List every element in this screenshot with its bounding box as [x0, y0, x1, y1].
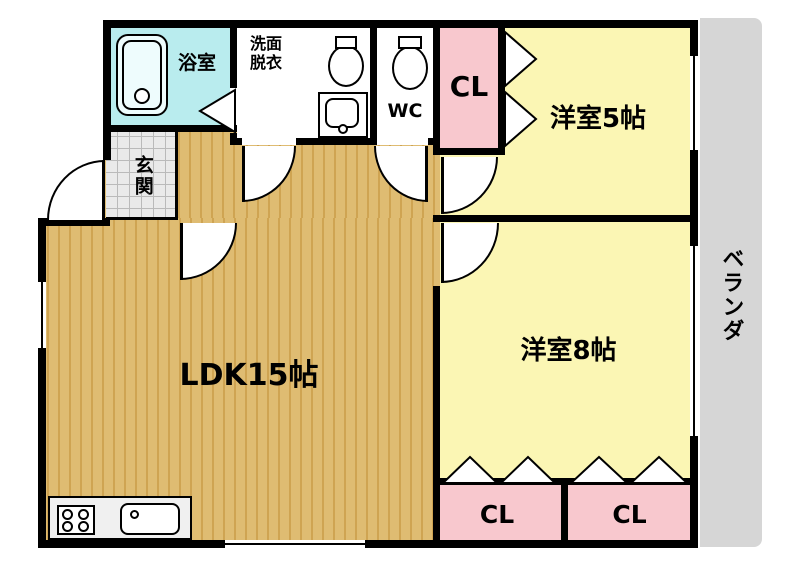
washroom-label: 洗面 脱衣 — [238, 34, 294, 72]
wall-bath-bottom — [103, 125, 237, 132]
veranda-label: ベランダ — [718, 246, 744, 343]
bathtub-drain-icon — [134, 88, 150, 104]
wall-wash-bottom-mid — [296, 138, 374, 145]
closet-top-area — [433, 20, 505, 155]
closet-bl-folding-door-icon — [441, 455, 558, 484]
ldk-floor — [38, 218, 440, 548]
wall-west5-west8 — [433, 215, 698, 222]
bath-label: 浴室 — [177, 52, 216, 74]
window-west8 — [690, 246, 698, 436]
wall-bottom — [38, 540, 698, 548]
entrance-step-line — [175, 132, 178, 220]
window-ldk-left — [38, 282, 46, 348]
bathtub-inner — [122, 40, 162, 110]
closet-bottom-left-area — [433, 478, 568, 548]
bathtub-icon — [116, 34, 168, 116]
toilet-icon — [388, 36, 432, 92]
wall-wash-wc — [370, 20, 377, 145]
washroom-label-line1: 洗面 — [249, 34, 282, 53]
bathroom-door-icon — [198, 88, 236, 134]
wall-bath-wash-upper — [230, 20, 237, 88]
wall-top — [103, 20, 698, 28]
entrance-label: 玄関 — [131, 155, 154, 197]
closet-br-folding-door-icon — [569, 455, 689, 484]
washbasin-icon — [326, 36, 366, 88]
wall-left-lower — [38, 218, 46, 548]
wall-west8-closets — [433, 478, 698, 485]
wall-closet-bottom — [433, 148, 505, 155]
western8-label: 洋室8帖 — [520, 336, 617, 366]
veranda-area — [700, 18, 762, 547]
entrance-step-line-bottom — [106, 217, 178, 220]
ldk-label: LDK15帖 — [179, 358, 319, 393]
west5-door-arc — [441, 157, 498, 214]
wall-wc-closet — [433, 20, 440, 155]
western5-label: 洋室5帖 — [549, 104, 647, 134]
window-west5 — [690, 56, 698, 150]
wall-step — [38, 218, 110, 226]
wall-closet-west5 — [498, 20, 505, 155]
entrance-tile — [106, 132, 175, 220]
wall-wash-bottom-left — [230, 138, 242, 145]
faucet-icon — [130, 510, 139, 519]
washroom-label-line2: 脱衣 — [249, 53, 282, 73]
wall-ldk-west8 — [433, 286, 440, 540]
closet-bottom-right-area — [561, 478, 698, 548]
stove-icon — [57, 505, 95, 535]
sink-icon — [120, 503, 180, 535]
wall-left-upper — [103, 20, 111, 160]
closet-br-label: CL — [612, 500, 647, 529]
window-bottom — [225, 540, 365, 548]
closet-top-folding-door-icon — [504, 30, 538, 148]
closet-top-label: CL — [449, 70, 489, 103]
closet-bl-label: CL — [479, 500, 515, 529]
wc-label: WC — [387, 100, 423, 122]
entrance-door-arc — [47, 160, 105, 220]
vanity-icon — [318, 92, 368, 138]
wall-closet-divider — [561, 485, 568, 540]
